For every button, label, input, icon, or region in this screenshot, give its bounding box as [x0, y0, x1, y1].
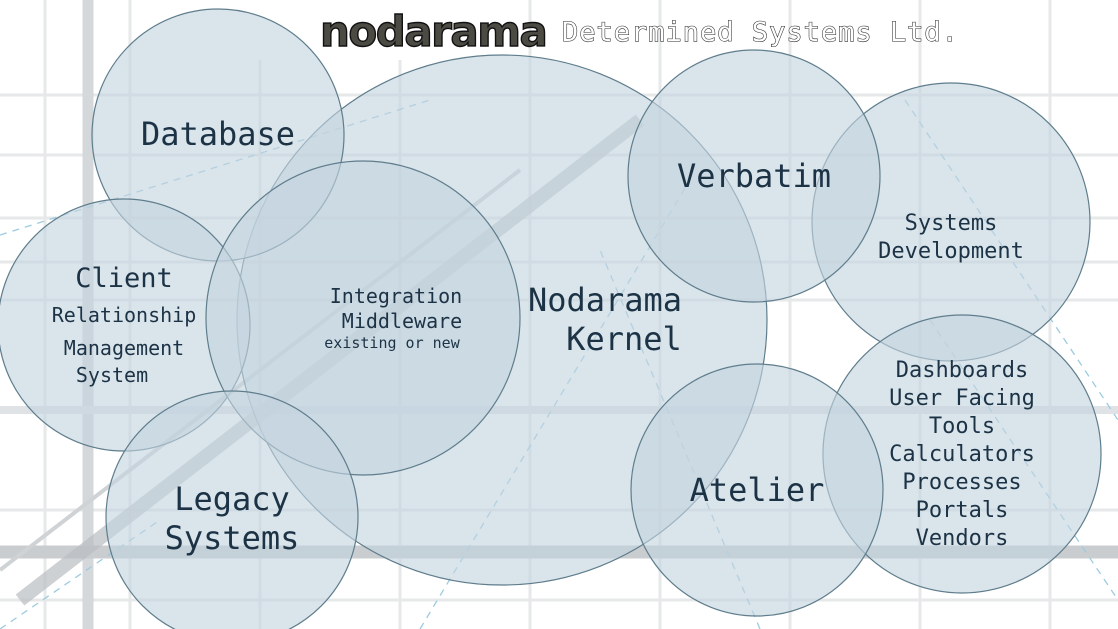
label-verbatim: Verbatim: [677, 157, 831, 195]
label-integration-line2: Middleware: [342, 309, 462, 333]
label-dashboards-line2: User Facing: [889, 386, 1035, 411]
header: nodarama Determined Systems Ltd.: [319, 6, 959, 56]
bubble-verbatim: [627, 49, 881, 303]
label-dashboards-line3: Tools: [929, 414, 995, 439]
label-dashboards-line5: Processes: [902, 470, 1021, 495]
label-sysdev-line2: Development: [878, 239, 1024, 264]
label-sysdev-line1: Systems: [905, 211, 998, 236]
bubble-legacy: [105, 390, 359, 629]
bubble-atelier: [630, 363, 884, 617]
brand-logo: nodarama: [320, 7, 546, 56]
label-dashboards-line4: Calculators: [889, 442, 1035, 467]
label-dashboards-line7: Vendors: [916, 526, 1009, 551]
label-crm-line2: Relationship: [52, 303, 197, 327]
bubble-integration: [205, 160, 521, 476]
bubble-layer: [0, 8, 1102, 629]
label-database: Database: [141, 115, 295, 153]
label-dashboards-line6: Portals: [916, 498, 1009, 523]
label-kernel-line2: Kernel: [566, 320, 682, 358]
label-kernel-line1: Nodarama: [528, 281, 682, 319]
label-crm-line4: System: [76, 363, 148, 387]
label-legacy-line1: Legacy: [174, 480, 290, 518]
label-crm-line1: Client: [75, 263, 173, 294]
label-integration-line3: existing or new: [324, 334, 460, 352]
company-tagline: Determined Systems Ltd.: [562, 17, 959, 48]
label-dashboards-line1: Dashboards: [896, 358, 1028, 383]
label-legacy-line2: Systems: [165, 519, 300, 557]
label-atelier: Atelier: [690, 471, 825, 509]
bubble-labels: Database Client Relationship Management …: [52, 115, 1035, 557]
label-crm-line3: Management: [64, 336, 184, 360]
label-integration-line1: Integration: [330, 284, 462, 308]
